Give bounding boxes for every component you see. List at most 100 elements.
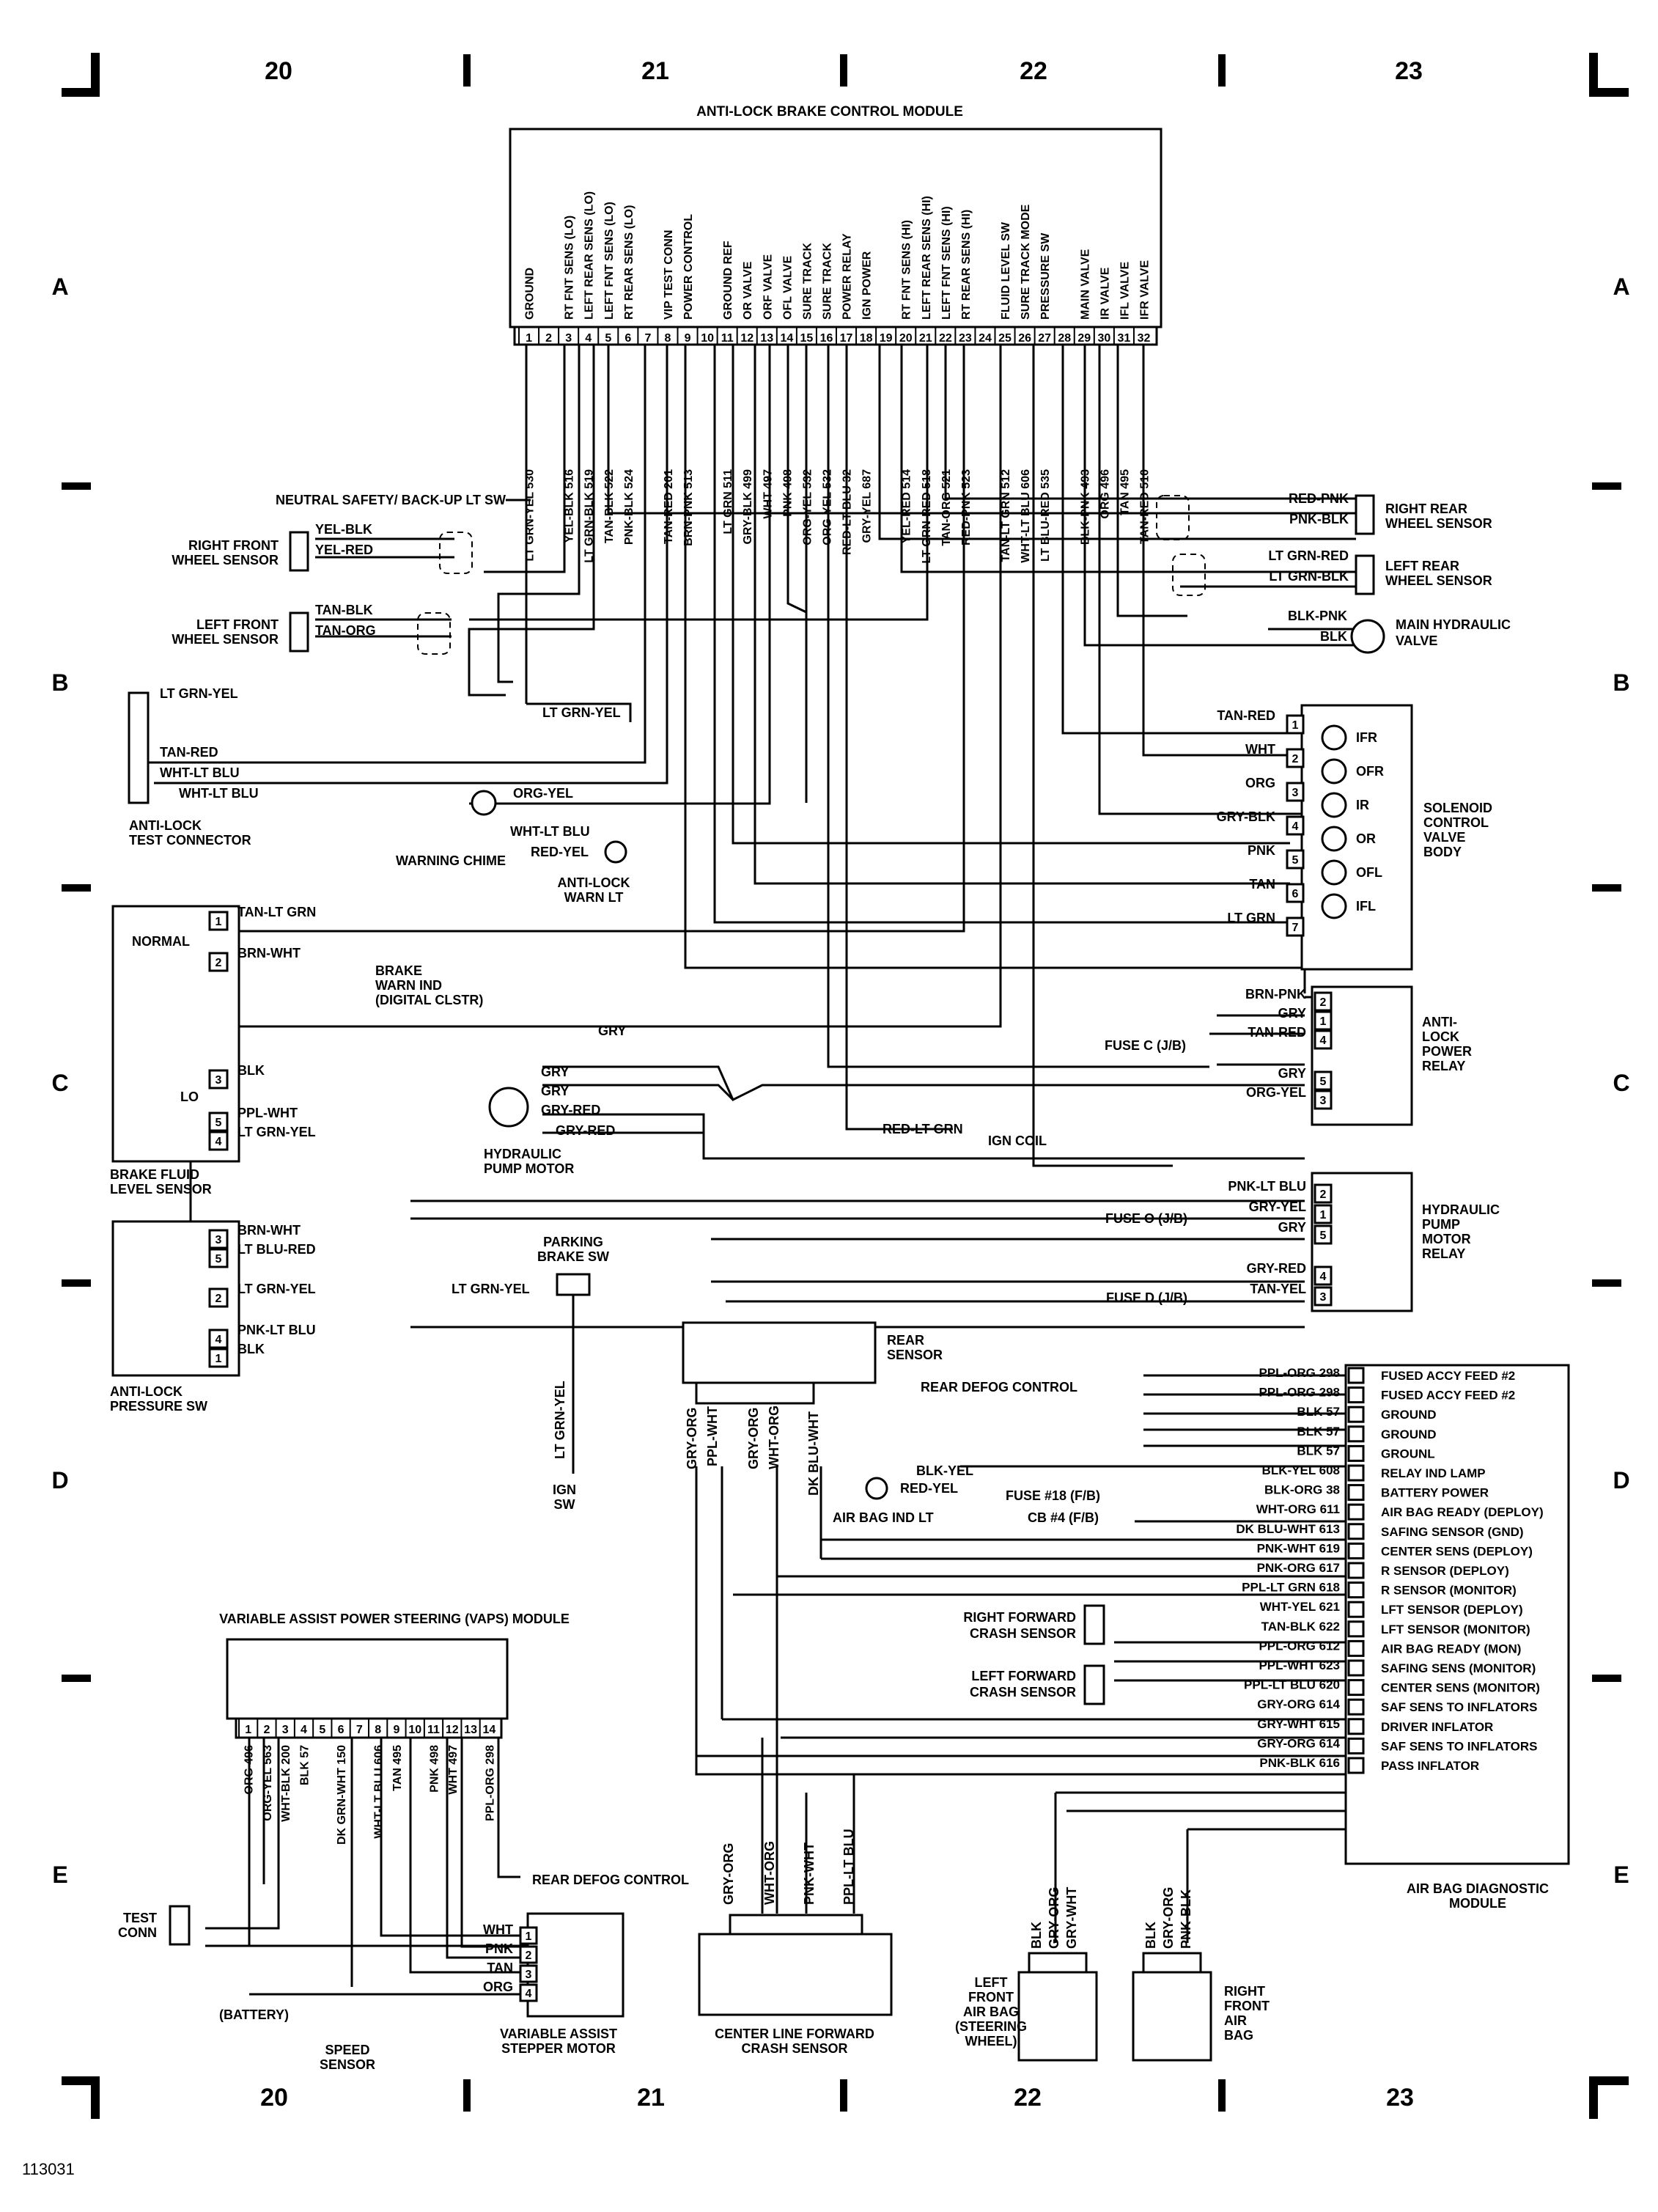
- svg-text:BRAKE SW: BRAKE SW: [537, 1249, 609, 1264]
- abs-pin-number: 3: [565, 332, 572, 345]
- relay-pin: [1313, 1029, 1333, 1050]
- rear-sensor: REAR SENSOR GRY-ORG PPL-WHT GRY-ORG WHT-…: [682, 1321, 943, 1496]
- adm-pin: [1347, 1386, 1365, 1404]
- pressure-pin-number: 2: [215, 1293, 222, 1305]
- pressure-pin: [208, 1348, 229, 1368]
- left-front-wheel-sensor: LEFT FRONT WHEEL SENSOR TAN-BLK TAN-ORG: [172, 603, 376, 653]
- abs-pin-wire: ORG 496: [1099, 469, 1111, 519]
- svg-text:WHEEL SENSOR: WHEEL SENSOR: [1385, 516, 1492, 531]
- vaps-pin-number: 9: [393, 1724, 399, 1736]
- adm-pin: [1347, 1679, 1365, 1697]
- adm-wire: PNK-BLK 616: [1259, 1756, 1340, 1770]
- relay-pin: [1313, 1090, 1333, 1110]
- abs-pin-number: 16: [820, 332, 833, 345]
- abs-pin-wire: TAN-RED 201: [663, 469, 675, 544]
- adm-function: PASS INFLATOR: [1381, 1759, 1479, 1773]
- pressure-pin: [208, 1248, 229, 1268]
- coil-icon: [1321, 893, 1347, 919]
- abs-pin-number: 28: [1058, 332, 1071, 345]
- svg-text:WHT-LT BLU: WHT-LT BLU: [510, 824, 590, 839]
- svg-text:SENSOR: SENSOR: [320, 2057, 375, 2072]
- abs-pin-number: 2: [545, 332, 552, 345]
- abs-pin-function: IFR VALVE: [1138, 260, 1151, 320]
- svg-text:PPL-LT BLU: PPL-LT BLU: [841, 1829, 856, 1905]
- svg-text:GRY-ORG: GRY-ORG: [746, 1408, 761, 1469]
- svg-text:WHT-ORG: WHT-ORG: [767, 1406, 781, 1469]
- adm-pin: [1347, 1406, 1365, 1423]
- row-label: D: [1613, 1467, 1629, 1493]
- solenoid-pin-number: 6: [1292, 888, 1299, 900]
- vaps-wire: TAN 495: [391, 1745, 404, 1791]
- adm-function: GROUNL: [1381, 1447, 1435, 1460]
- svg-text:MOTOR: MOTOR: [1422, 1232, 1471, 1246]
- svg-text:LEVEL SENSOR: LEVEL SENSOR: [110, 1182, 212, 1197]
- abs-pin-number: 14: [780, 332, 793, 345]
- fluid-wire: BLK: [237, 1063, 265, 1078]
- col-label: 22: [1014, 2084, 1042, 2112]
- right-forward-crash-sensor: RIGHT FORWARD CRASH SENSOR: [963, 1604, 1105, 1645]
- abs-pin-function: POWER CONTROL: [682, 214, 695, 320]
- adm-wire: WHT-ORG 611: [1256, 1502, 1340, 1516]
- svg-text:FUSE #18 (F/B): FUSE #18 (F/B): [1006, 1488, 1100, 1503]
- svg-text:SOLENOID: SOLENOID: [1423, 801, 1492, 815]
- svg-text:HYDRAULIC: HYDRAULIC: [1422, 1202, 1500, 1217]
- svg-text:GRY-ORG: GRY-ORG: [721, 1843, 736, 1905]
- abs-pin-wire: LT BLU-RED 535: [1039, 469, 1052, 562]
- svg-text:GRY: GRY: [598, 1024, 626, 1038]
- fluid-wire: LT GRN-YEL: [237, 1125, 316, 1139]
- svg-text:RED-PNK: RED-PNK: [1289, 491, 1349, 506]
- abs-pin-wire: TAN 495: [1119, 469, 1131, 515]
- svg-text:CRASH SENSOR: CRASH SENSOR: [741, 2041, 847, 2056]
- abs-pin-function: IGN POWER: [861, 251, 874, 320]
- fluid-wire: TAN-LT GRN: [237, 905, 316, 919]
- abs-pin-number: 26: [1018, 332, 1031, 345]
- vaps-module: VARIABLE ASSIST POWER STEERING (VAPS) MO…: [118, 1612, 689, 2072]
- abs-pin-function: OFL VALVE: [781, 256, 794, 320]
- solenoid-valve-body: 1TAN-REDIFR2WHTOFR3ORGIR4GRY-BLKOR5PNKOF…: [1217, 704, 1492, 971]
- row-label: A: [1613, 273, 1629, 300]
- adm-wire: BLK 57: [1297, 1444, 1340, 1458]
- stepper-pin-number: 4: [526, 1988, 532, 2000]
- adm-pin: [1347, 1659, 1365, 1677]
- adm-function: GROUND: [1381, 1427, 1437, 1441]
- svg-text:AIR BAG DIAGNOSTIC: AIR BAG DIAGNOSTIC: [1407, 1881, 1549, 1896]
- main-hydraulic-valve: BLK-PNK BLK MAIN HYDRAULIC VALVE: [1288, 609, 1511, 654]
- abs-pin-function: LEFT FNT SENS (HI): [940, 206, 953, 320]
- abs-pin-wire: TAN-RED 510: [1138, 469, 1151, 544]
- svg-text:(STEERING: (STEERING: [955, 2019, 1027, 2034]
- svg-text:AIR: AIR: [1224, 2013, 1247, 2028]
- abs-pin-number: 11: [721, 332, 734, 345]
- svg-text:TAN-RED: TAN-RED: [160, 745, 218, 760]
- svg-text:PUMP MOTOR: PUMP MOTOR: [484, 1161, 574, 1176]
- solenoid-wire: ORG: [1245, 776, 1275, 790]
- stepper-pin: [519, 1945, 538, 1964]
- grid-column-labels-bottom: 20 21 22 23: [260, 2084, 1414, 2112]
- adm-function: SAFING SENS (MONITOR): [1381, 1661, 1536, 1675]
- adm-pin: [1347, 1484, 1365, 1502]
- adm-wire: PPL-ORG 298: [1259, 1386, 1340, 1400]
- fluid-pin: [208, 952, 229, 972]
- coil-icon: [1321, 758, 1347, 785]
- row-label: C: [1613, 1070, 1629, 1096]
- abs-pin-function: SURE TRACK: [801, 243, 814, 320]
- svg-text:GRY-RED: GRY-RED: [556, 1123, 615, 1138]
- pressure-pin: [208, 1229, 229, 1249]
- relay-pin-number: 3: [1320, 1095, 1327, 1107]
- abs-pin-wire: TAN-LT GRN 512: [1000, 469, 1012, 562]
- grid-row-labels-right: A B C D E: [1613, 273, 1629, 1888]
- svg-text:IGN COIL: IGN COIL: [988, 1133, 1047, 1148]
- vaps-pin-number: 3: [282, 1724, 289, 1736]
- adm-wire: BLK 57: [1297, 1425, 1340, 1438]
- svg-text:LEFT FORWARD: LEFT FORWARD: [971, 1669, 1076, 1683]
- vaps-pin-number: 7: [356, 1724, 363, 1736]
- abs-pin-number: 24: [979, 332, 992, 345]
- svg-text:DK BLU-WHT: DK BLU-WHT: [806, 1411, 821, 1496]
- relay-wire: GRY-RED: [1247, 1261, 1306, 1276]
- svg-text:LT GRN-YEL: LT GRN-YEL: [553, 1381, 567, 1459]
- svg-text:SPEED: SPEED: [325, 2043, 369, 2057]
- adm-function: AIR BAG READY (DEPLOY): [1381, 1505, 1544, 1519]
- svg-text:CB #4 (F/B): CB #4 (F/B): [1028, 1510, 1099, 1525]
- pressure-wire: BLK: [237, 1342, 265, 1356]
- relay-pin-number: 4: [1320, 1271, 1327, 1283]
